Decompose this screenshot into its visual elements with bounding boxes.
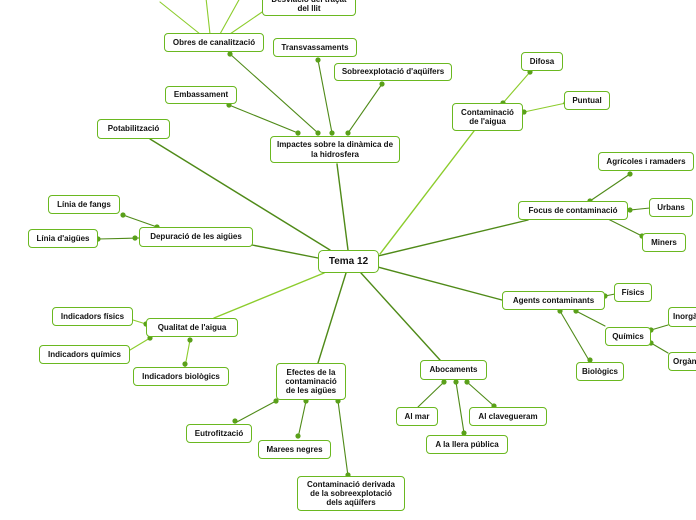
link-obres	[229, 53, 319, 134]
joint-dot-14	[627, 207, 633, 213]
node-organics[interactable]: Orgànics	[668, 352, 696, 371]
joint-dot-22	[120, 212, 126, 218]
link-urbans	[629, 207, 651, 211]
joint-dot-0	[295, 130, 301, 136]
joint-dot-29	[182, 361, 188, 367]
link-central-agents	[373, 265, 503, 301]
joint-dot-28	[187, 337, 193, 343]
joint-dot-33	[232, 418, 238, 424]
link-indicadors-quimics	[129, 337, 151, 351]
link-linia-fangs	[122, 214, 158, 228]
link-central-focus	[377, 219, 529, 257]
link-obres-up3	[219, 0, 240, 35]
node-focus[interactable]: Focus de contaminació	[518, 201, 628, 220]
link-eutrofitzacio	[234, 400, 277, 424]
node-quimics[interactable]: Químics	[605, 327, 651, 346]
link-puntual	[523, 102, 567, 113]
node-agricoles[interactable]: Agrícoles i ramaders	[598, 152, 694, 171]
joint-dot-7	[379, 81, 385, 87]
link-biologics	[559, 310, 591, 363]
link-al-clavegueram	[466, 381, 495, 407]
joint-dot-25	[132, 235, 138, 241]
node-eutrofitzacio[interactable]: Eutrofització	[186, 424, 252, 443]
node-marees-negres[interactable]: Marees negres	[258, 440, 331, 459]
link-central-abocaments	[360, 272, 441, 361]
node-efectes[interactable]: Efectes de la contaminació de les aigües	[276, 363, 346, 400]
node-qualitat[interactable]: Qualitat de l'aigua	[146, 318, 238, 337]
link-sobreexplotacio	[347, 83, 383, 134]
link-obres-up2	[159, 1, 201, 35]
joint-dot-12	[627, 171, 633, 177]
joint-dot-38	[464, 379, 470, 385]
central-topic[interactable]: Tema 12	[318, 250, 379, 273]
joint-dot-3	[345, 130, 351, 136]
joint-dot-5	[227, 51, 233, 57]
link-transvassaments	[317, 59, 333, 134]
link-central-contaminacio	[379, 130, 475, 255]
node-urbans[interactable]: Urbans	[649, 198, 693, 217]
node-al-mar[interactable]: Al mar	[396, 407, 438, 426]
link-central-impactes	[336, 163, 349, 251]
link-quimics	[575, 310, 606, 327]
link-al-mar	[417, 381, 445, 408]
link-organics	[650, 342, 669, 354]
node-fisics[interactable]: Físics	[614, 283, 652, 302]
node-biologics[interactable]: Biològics	[576, 362, 624, 381]
node-al-clavegueram[interactable]: Al clavegueram	[469, 407, 547, 426]
node-difosa[interactable]: Difosa	[521, 52, 563, 71]
link-agricoles	[589, 173, 631, 202]
link-central-qualitat	[213, 272, 325, 319]
link-llera-publica	[455, 381, 465, 434]
node-impactes[interactable]: Impactes sobre la dinàmica de la hidrosf…	[270, 136, 400, 163]
joint-dot-34	[295, 433, 301, 439]
joint-dot-36	[441, 379, 447, 385]
joint-dot-2	[329, 130, 335, 136]
link-desviacio	[229, 7, 269, 35]
node-obres-canalitzacio[interactable]: Obres de canalització	[164, 33, 264, 52]
joint-dot-19	[587, 357, 593, 363]
node-sobreexplotacio[interactable]: Sobreexplotació d'aqüífers	[334, 63, 452, 81]
node-contaminacio-derivada[interactable]: Contaminació derivada de la sobreexplota…	[297, 476, 405, 511]
joint-dot-1	[315, 130, 321, 136]
joint-dot-37	[453, 379, 459, 385]
node-embassament[interactable]: Embassament	[165, 86, 237, 104]
link-central-depuracio	[251, 244, 319, 259]
node-depuracio[interactable]: Depuració de les aigües	[139, 227, 253, 247]
link-difosa	[502, 71, 531, 104]
joint-dot-39	[461, 430, 467, 436]
node-puntual[interactable]: Puntual	[564, 91, 610, 110]
node-abocaments[interactable]: Abocaments	[420, 360, 487, 380]
node-linia-aigues[interactable]: Línia d'aigües	[28, 229, 98, 248]
node-indicadors-quimics[interactable]: Indicadors químics	[39, 345, 130, 364]
node-inorganics[interactable]: Inorgànics	[668, 307, 696, 327]
link-linia-aigues	[97, 237, 140, 240]
link-central-efectes	[317, 272, 347, 364]
link-embassament	[228, 104, 299, 134]
node-indicadors-fisics[interactable]: Indicadors físics	[52, 307, 133, 326]
link-central-potabilitzacio	[149, 138, 331, 251]
joint-dot-30	[273, 398, 279, 404]
node-agents[interactable]: Agents contaminants	[502, 291, 605, 310]
node-llera-publica[interactable]: A la llera pública	[426, 435, 508, 454]
link-contaminacio-derivada	[337, 400, 349, 477]
node-linia-fangs[interactable]: Línia de fangs	[48, 195, 120, 214]
node-miners[interactable]: Miners	[642, 233, 686, 252]
node-contaminacio-aigua[interactable]: Contaminació de l'aigua	[452, 103, 523, 131]
link-marees-negres	[297, 400, 307, 439]
link-obres-up1	[205, 0, 211, 35]
joint-dot-6	[315, 57, 321, 63]
link-inorganics	[650, 324, 669, 331]
node-potabilitzacio[interactable]: Potabilització	[97, 119, 170, 139]
node-indicadors-biologics[interactable]: Indicadors biològics	[133, 367, 229, 386]
node-desviacio-tracat[interactable]: Desviació del traçat del llit	[262, 0, 356, 16]
node-transvassaments[interactable]: Transvassaments	[273, 38, 357, 57]
